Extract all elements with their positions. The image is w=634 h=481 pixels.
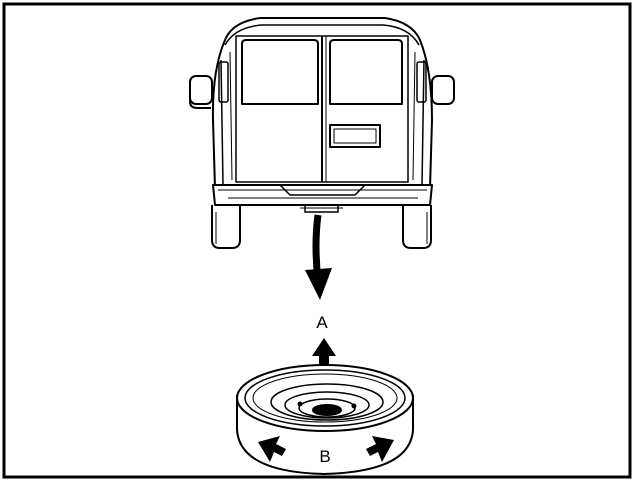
label-b: B: [319, 447, 330, 466]
label-a: A: [316, 313, 328, 332]
van-rear-view: [189, 17, 455, 249]
lowering-arrow: [305, 214, 332, 300]
rotation-arrows: [258, 436, 394, 462]
